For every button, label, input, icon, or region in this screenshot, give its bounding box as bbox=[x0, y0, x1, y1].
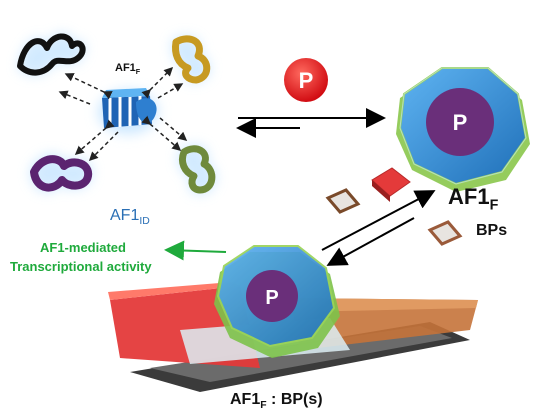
af1f-small-label: AF1F bbox=[115, 62, 141, 77]
binding-partner-icon bbox=[325, 167, 463, 246]
octagon-phosphate-label: P bbox=[453, 110, 468, 135]
disordered-conformer-gold-icon bbox=[171, 35, 211, 84]
complex-phosphate-label: P bbox=[265, 287, 278, 309]
folded-octagon-icon: P bbox=[396, 67, 530, 192]
af1f-folded-label: AF1F bbox=[448, 184, 499, 214]
bps-label: BPs bbox=[476, 222, 508, 239]
disordered-conformer-green-icon bbox=[177, 144, 217, 194]
af1f-bp-complex-icon: P bbox=[108, 245, 478, 392]
phosphate-badge-icon: P bbox=[284, 58, 328, 102]
binding-equilibrium-arrows bbox=[321, 190, 436, 266]
disordered-conformer-purple-icon bbox=[30, 153, 93, 193]
conformer-equilibrium-arrows bbox=[58, 66, 188, 162]
disordered-conformer-black-icon bbox=[17, 32, 86, 76]
activity-arrow bbox=[164, 240, 227, 261]
activity-label-line2: Transcriptional activity bbox=[10, 259, 152, 274]
af1-id-label: AF1ID bbox=[110, 207, 150, 228]
phosphorylation-equilibrium-arrows bbox=[236, 108, 386, 138]
phosphate-badge-label: P bbox=[299, 68, 314, 93]
af1f-central-conformer-icon bbox=[98, 88, 158, 134]
complex-label: AF1F : BP(s) bbox=[230, 391, 323, 412]
activity-label-line1: AF1-mediated bbox=[40, 240, 126, 255]
